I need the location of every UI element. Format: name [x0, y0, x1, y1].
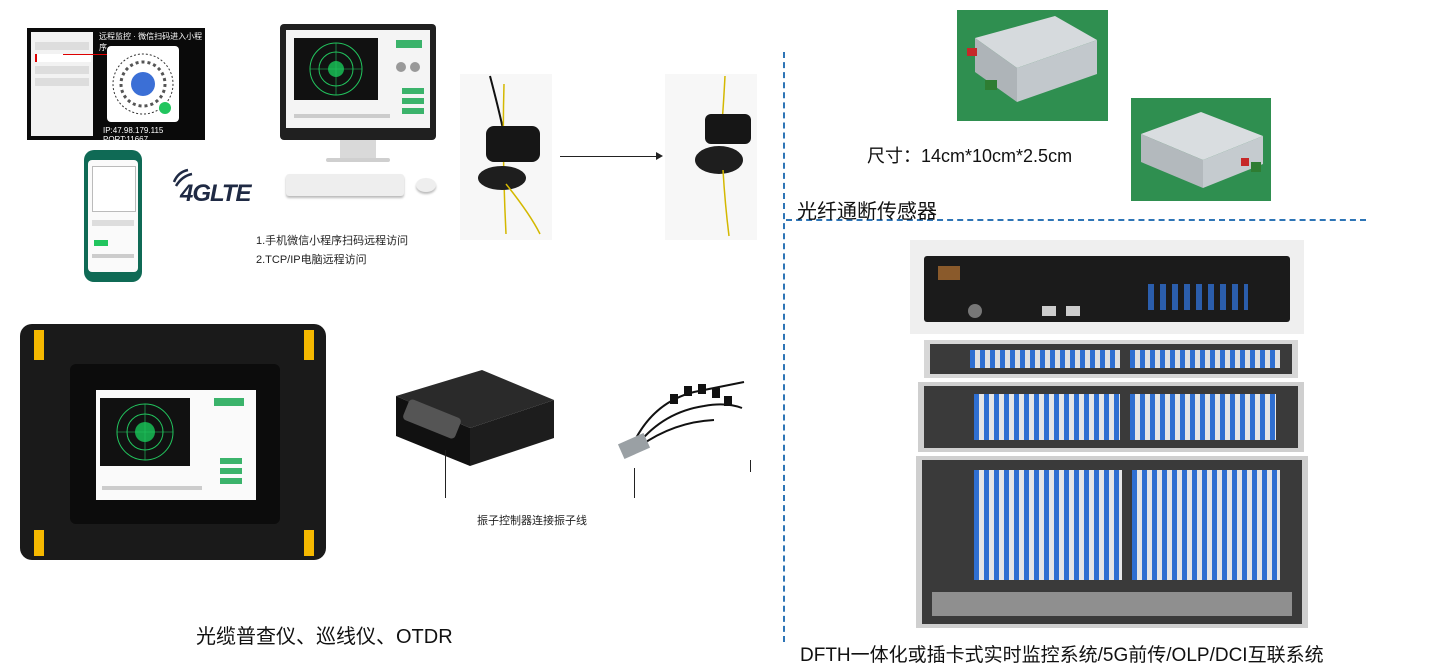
access-note-2: 2.TCP/IP电脑远程访问: [256, 254, 367, 266]
device-radar-icon: [100, 398, 190, 466]
mouse: [416, 178, 436, 192]
size-label: 尺寸：14cm*10cm*2.5cm: [867, 146, 1073, 166]
keyboard: [286, 174, 404, 196]
controller-label: 振子控制器连接振子线: [477, 515, 587, 527]
rack-plugin-chassis-large: [916, 456, 1308, 628]
access-note-1: 1.手机微信小程序扫码远程访问: [256, 235, 409, 247]
vertical-divider: [783, 52, 785, 642]
vibrator-sensor-photo-1: [460, 74, 552, 240]
radar-display-icon: [294, 38, 378, 100]
mini-program-title: 远程监控 · 微信扫码进入小程序: [99, 32, 203, 52]
ip-port-text: IP:47.98.179.115 PORT:11667: [103, 126, 164, 140]
vibrator-cable-bundle: [614, 372, 750, 466]
app-list-panel: [31, 32, 93, 136]
smartphone: [84, 150, 142, 282]
mini-program-screenshot: 远程监控 · 微信扫码进入小程序 IP:47.98.179.115 PORT:1…: [27, 28, 205, 140]
cable-detector-device: [20, 324, 326, 560]
cable-detector-label: 光缆普查仪、巡线仪、OTDR: [196, 626, 453, 648]
fiber-sensor-label: 光纤通断传感器: [797, 201, 937, 223]
vibrator-controller-box: [390, 362, 558, 472]
vibrator-sensor-photo-2: [665, 74, 757, 240]
qr-code-icon: [107, 46, 179, 122]
4g-lte-logo: 4GLTE: [172, 168, 252, 208]
fiber-sensor-box-photo-1: [957, 10, 1108, 121]
system-label: DFTH一体化或插卡式实时监控系统/5G前传/OLP/DCI互联系统: [800, 645, 1324, 666]
fiber-sensor-box-photo-2: [1131, 98, 1271, 201]
horizontal-divider: [786, 219, 1366, 221]
rack-plugin-chassis-medium: [918, 382, 1304, 452]
lte-text: 4GLTE: [180, 180, 252, 207]
rack-plugin-chassis-small: [924, 340, 1298, 378]
right-arrow-icon: [560, 156, 660, 157]
rack-1u-unit: [910, 240, 1304, 334]
desktop-computer: [276, 24, 440, 204]
